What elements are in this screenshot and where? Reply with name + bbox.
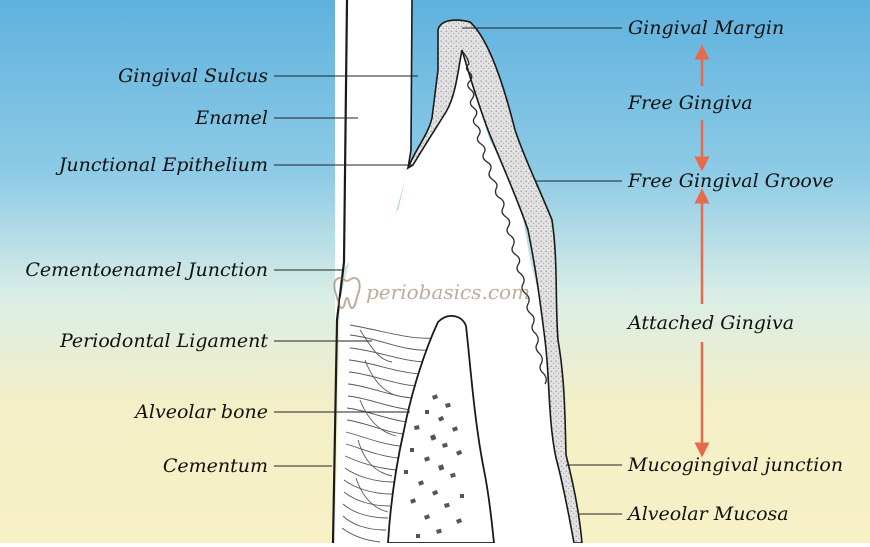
label-free-gingival-groove: Free Gingival Groove [628,170,834,192]
label-junctional-epithelium: Junctional Epithelium [59,154,268,176]
label-attached-gingiva: Attached Gingiva [628,312,794,334]
watermark-text: periobasics.com [366,280,530,304]
label-gingival-sulcus: Gingival Sulcus [118,65,268,87]
label-periodontal-ligament: Periodontal Ligament [60,330,268,352]
label-cementoenamel-junction: Cementoenamel Junction [25,259,268,281]
label-free-gingiva: Free Gingiva [628,92,753,114]
label-cementum: Cementum [163,455,268,477]
label-alveolar-mucosa: Alveolar Mucosa [628,503,789,525]
tooth-logo-icon [332,274,362,310]
label-mucogingival-junction: Mucogingival junction [628,454,843,476]
watermark: periobasics.com [332,274,530,310]
label-enamel: Enamel [195,107,268,129]
label-gingival-margin: Gingival Margin [628,17,784,39]
label-alveolar-bone: Alveolar bone [135,401,268,423]
